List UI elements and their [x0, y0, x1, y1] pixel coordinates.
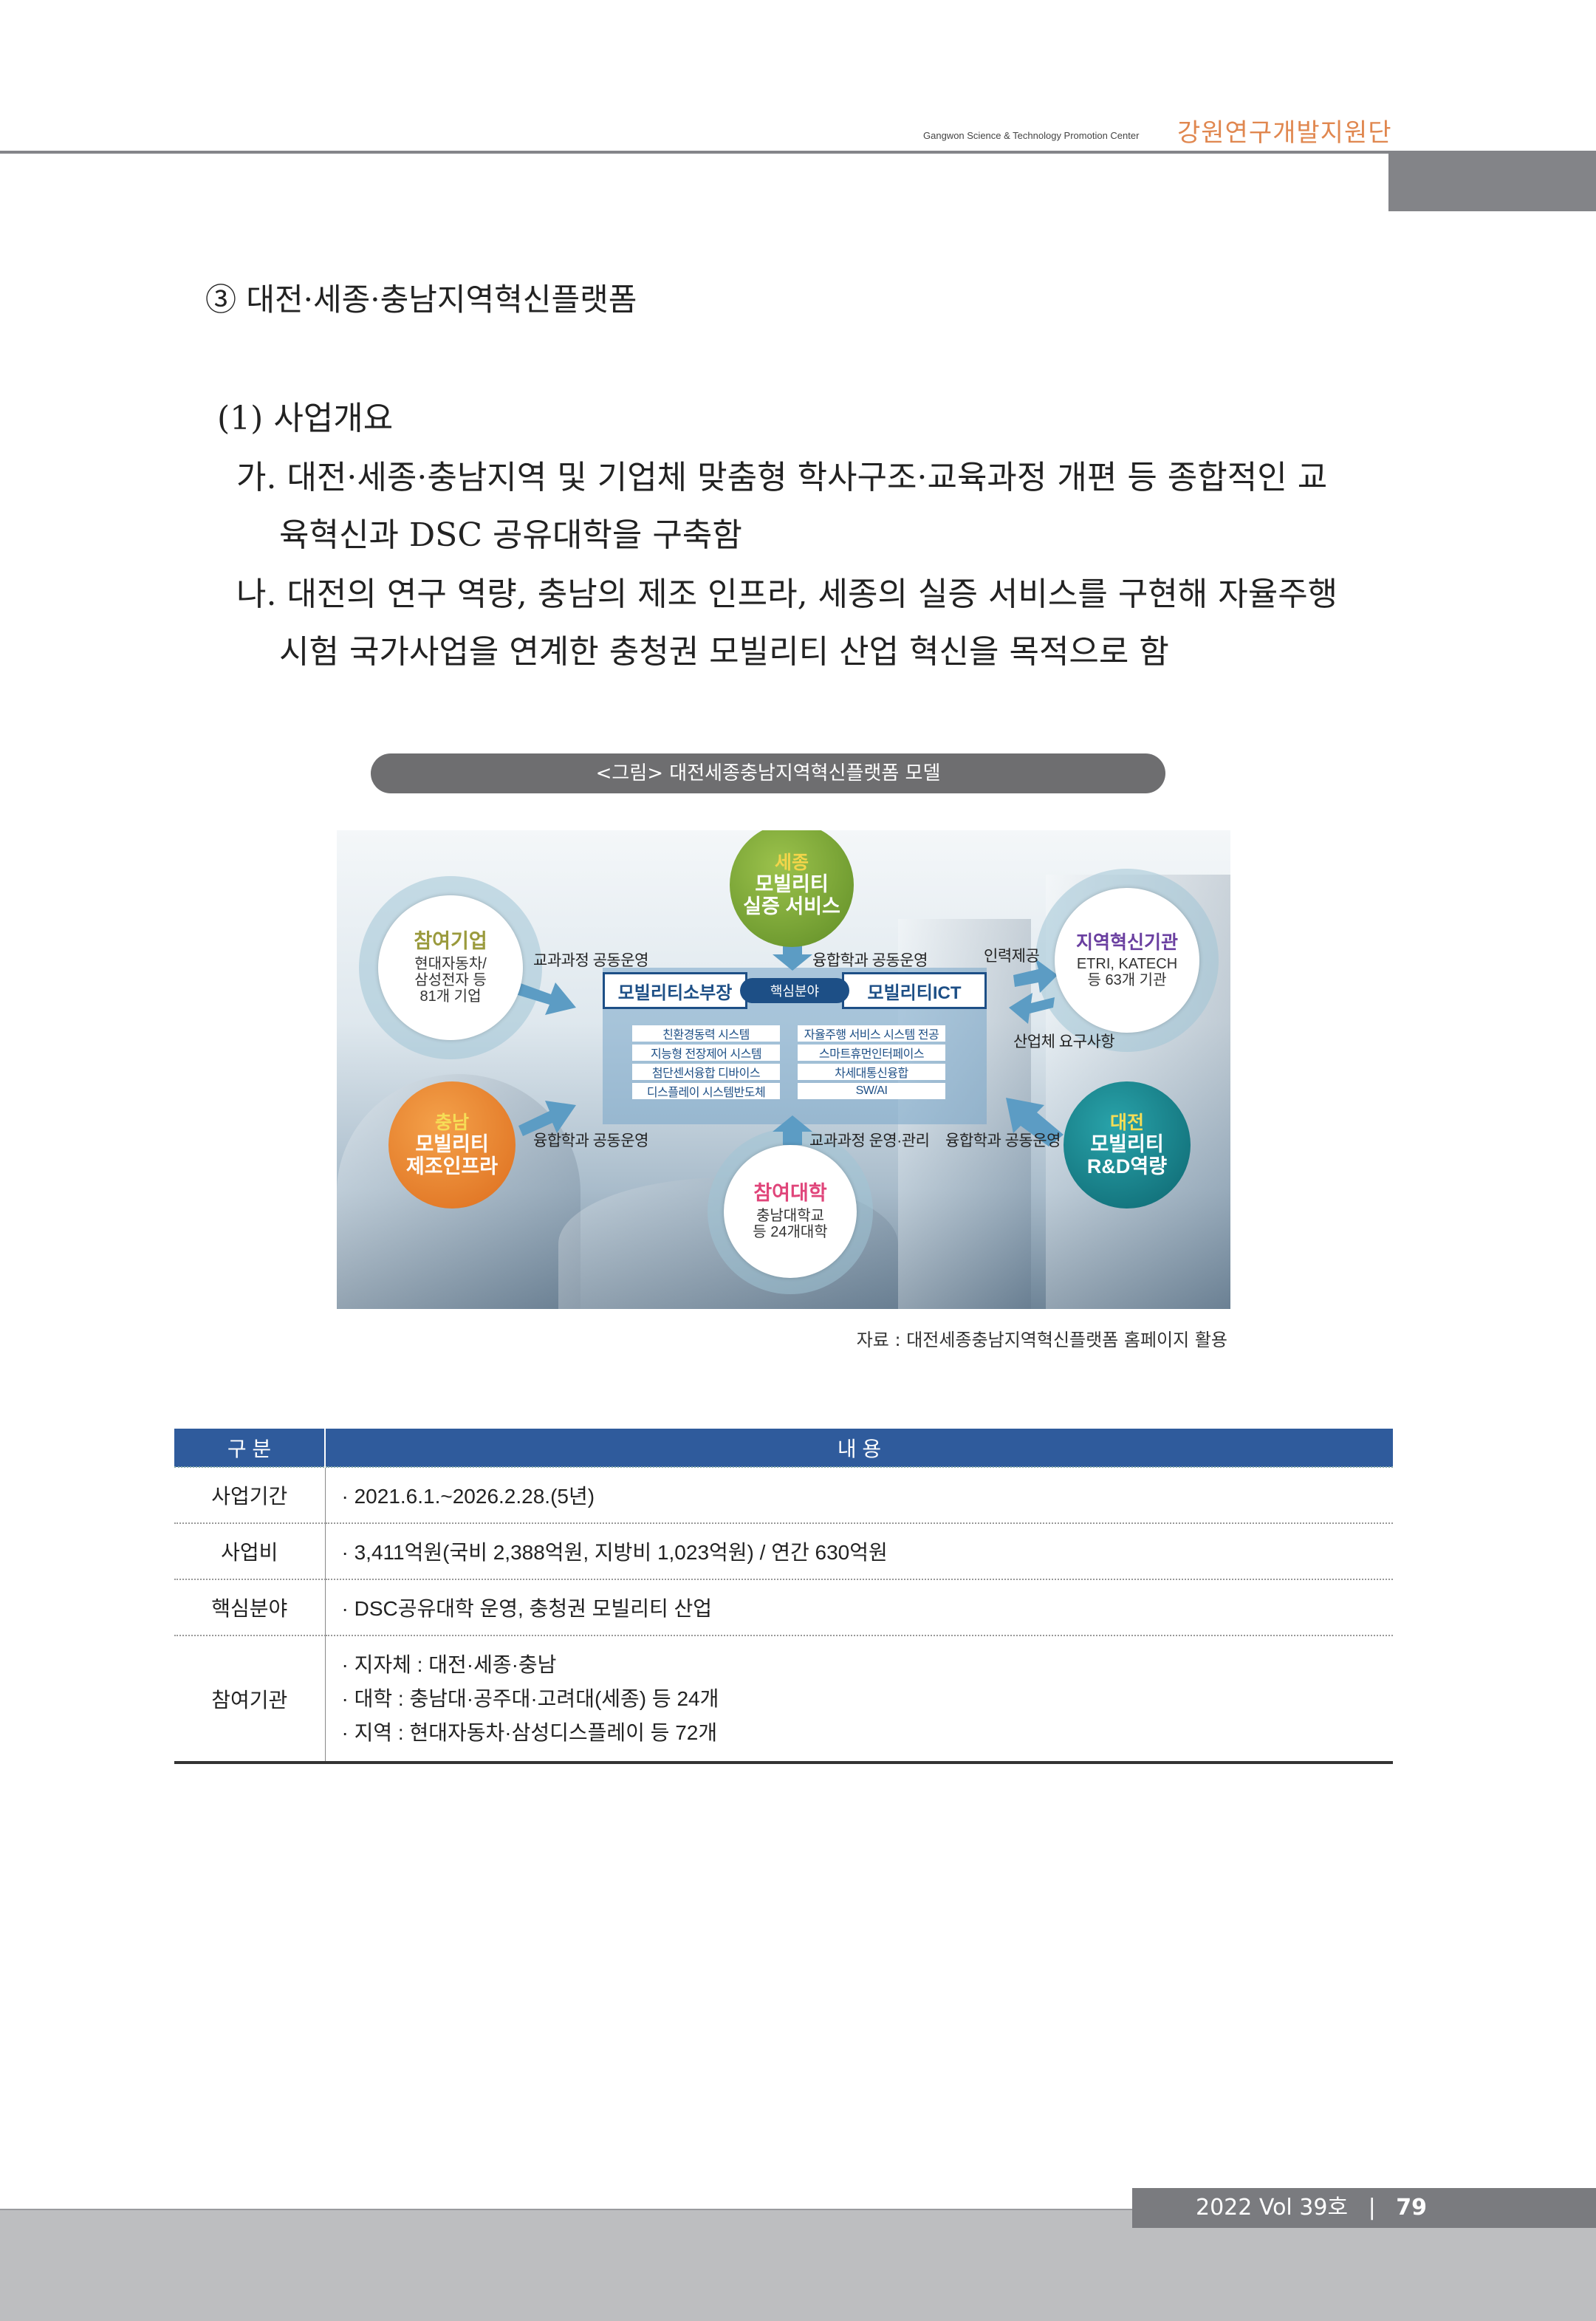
table-row: 사업비 · 3,411억원(국비 2,388억원, 지방비 1,023억원) /… — [174, 1523, 1393, 1580]
arrow-right-icon — [1013, 959, 1058, 993]
circle-text: 등 24개대학 — [753, 1224, 828, 1241]
circle-title: 참여기업 — [414, 930, 487, 953]
sejong-circle: 세종 모빌리티 실증 서비스 — [730, 830, 854, 947]
circle-text: 모빌리티 — [755, 872, 829, 895]
circle-text: ETRI, KATECH — [1076, 955, 1178, 972]
arrow-left-icon — [1006, 1098, 1064, 1146]
flow-label: 산업체 요구사항 — [1013, 1033, 1115, 1050]
row-value-line: · 지자체 : 대전·세종·충남 — [341, 1652, 557, 1676]
table-row: 핵심분야 · DSC공유대학 운영, 충청권 모빌리티 산업 — [174, 1579, 1393, 1636]
circle-title: 대전 — [1109, 1112, 1144, 1133]
row-value: · 3,411억원(국비 2,388억원, 지방비 1,023억원) / 연간 … — [325, 1523, 1393, 1580]
row-label: 참여기관 — [174, 1635, 326, 1764]
circle-title: 충남 — [434, 1112, 469, 1133]
circle-text: 제조인프라 — [405, 1155, 499, 1177]
paragraph-line: 육혁신과 DSC 공유대학을 구축함 — [279, 516, 742, 554]
footer-page-info: 2022 Vol 39호 | 79 — [1132, 2188, 1596, 2228]
circle-text: 실증 서비스 — [743, 895, 840, 917]
header-rule — [0, 151, 1388, 154]
flow-label: 융합학과 공동운영 — [812, 952, 928, 969]
paragraph-line: 나. 대전의 연구 역량, 충남의 제조 인프라, 세종의 실증 서비스를 구현… — [236, 575, 1338, 613]
core-left-title: 모빌리티소부장 — [603, 972, 747, 1009]
institute-circle: 지역혁신기관 ETRI, KATECH 등 63개 기관 — [1055, 888, 1199, 1033]
table-header-row: 구 분 내 용 — [174, 1429, 1393, 1468]
flow-label: 융합학과 공동운영 — [945, 1132, 1061, 1149]
org-name-ko: 강원연구개발지원단 — [1177, 118, 1392, 148]
header-content: 내 용 — [325, 1429, 1393, 1468]
row-value: · 지자체 : 대전·세종·충남 · 대학 : 충남대·공주대·고려대(세종) … — [325, 1635, 1393, 1764]
company-circle: 참여기업 현대자동차/ 삼성전자 등 81개 기업 — [378, 895, 523, 1040]
circle-title: 참여대학 — [753, 1182, 827, 1205]
subsection-title: (1) 사업개요 — [217, 400, 394, 437]
core-item: 첨단센서융합 디바이스 — [632, 1064, 780, 1080]
circle-text: 모빌리티 — [1090, 1132, 1164, 1155]
circle-title: 세종 — [774, 852, 809, 873]
overview-table: 구 분 내 용 사업기간 · 2021.6.1.~2026.2.28.(5년) … — [174, 1429, 1393, 1764]
core-item: 친환경동력 시스템 — [632, 1025, 780, 1042]
issue-label: 2022 Vol 39호 — [1196, 2195, 1349, 2221]
org-name-en: Gangwon Science & Technology Promotion C… — [923, 130, 1140, 141]
core-center-pill: 핵심분야 — [740, 978, 849, 1003]
core-item: 스마트휴먼인터페이스 — [798, 1045, 945, 1061]
row-value: · DSC공유대학 운영, 충청권 모빌리티 산업 — [325, 1579, 1393, 1636]
figure-source: 자료 : 대전세종충남지역혁신플랫폼 홈페이지 활용 — [856, 1330, 1227, 1350]
figure-caption: <그림> 대전세종충남지역혁신플랫폼 모델 — [371, 753, 1165, 793]
header-category: 구 분 — [174, 1429, 326, 1468]
flow-label: 인력제공 — [984, 948, 1040, 965]
core-panel: 모빌리티소부장 모빌리티ICT 핵심분야 친환경동력 시스템 지능형 전장제어 … — [603, 968, 987, 1124]
circle-text: 현대자동차/ — [414, 955, 487, 972]
arrow-right-icon — [518, 1101, 576, 1136]
paragraph-line: 시험 국가사업을 연계한 충청권 모빌리티 산업 혁신을 목적으로 함 — [279, 633, 1169, 671]
arrow-left-icon — [1009, 993, 1055, 1024]
table-row: 참여기관 · 지자체 : 대전·세종·충남 · 대학 : 충남대·공주대·고려대… — [174, 1635, 1393, 1764]
page-number: 79 — [1396, 2195, 1428, 2221]
row-label: 핵심분야 — [174, 1579, 326, 1636]
arrow-right-icon — [516, 982, 576, 1015]
circle-text: 충남대학교 — [756, 1207, 824, 1224]
circle-text: 81개 기업 — [419, 988, 482, 1005]
table-row: 사업기간 · 2021.6.1.~2026.2.28.(5년) — [174, 1467, 1393, 1524]
circle-text: R&D역량 — [1086, 1155, 1168, 1177]
core-item: 자율주행 서비스 시스템 전공 — [798, 1025, 945, 1042]
section-title: ③ 대전·세종·충남지역혁신플랫폼 — [205, 281, 637, 318]
paragraph-line: 가. 대전·세종·충남지역 및 기업체 맞춤형 학사구조·교육과정 개편 등 종… — [236, 459, 1328, 496]
flow-label: 교과과정 운영·관리 — [809, 1132, 930, 1149]
flow-arrows — [516, 941, 1064, 1146]
row-label: 사업기간 — [174, 1467, 326, 1524]
row-label: 사업비 — [174, 1523, 326, 1580]
chungnam-circle: 충남 모빌리티 제조인프라 — [388, 1081, 516, 1209]
row-value-line: · 대학 : 충남대·공주대·고려대(세종) 등 24개 — [341, 1686, 719, 1710]
core-item: 지능형 전장제어 시스템 — [632, 1045, 780, 1061]
daejeon-circle: 대전 모빌리티 R&D역량 — [1064, 1081, 1191, 1209]
row-value: · 2021.6.1.~2026.2.28.(5년) — [325, 1467, 1393, 1524]
core-item: 차세대통신융합 — [798, 1064, 945, 1080]
circle-title: 지역혁신기관 — [1075, 932, 1178, 953]
core-item: SW/AI — [798, 1083, 945, 1099]
university-circle: 참여대학 충남대학교 등 24개대학 — [724, 1145, 857, 1278]
circle-text: 등 63개 기관 — [1087, 972, 1167, 988]
core-right-title: 모빌리티ICT — [842, 972, 987, 1009]
row-value-line: · 지역 : 현대자동차·삼성디스플레이 등 72개 — [341, 1720, 718, 1744]
platform-diagram: 모빌리티소부장 모빌리티ICT 핵심분야 친환경동력 시스템 지능형 전장제어 … — [337, 830, 1230, 1309]
circle-text: 모빌리티 — [415, 1132, 489, 1155]
flow-label: 교과과정 공동운영 — [533, 952, 648, 969]
separator: | — [1368, 2195, 1376, 2221]
core-item: 디스플레이 시스템반도체 — [632, 1083, 780, 1099]
arrow-up-icon — [773, 1115, 812, 1145]
flow-label: 융합학과 공동운영 — [533, 1132, 648, 1149]
arrow-down-icon — [773, 941, 812, 971]
circle-text: 삼성전자 등 — [414, 971, 487, 988]
header-block — [1388, 151, 1596, 211]
